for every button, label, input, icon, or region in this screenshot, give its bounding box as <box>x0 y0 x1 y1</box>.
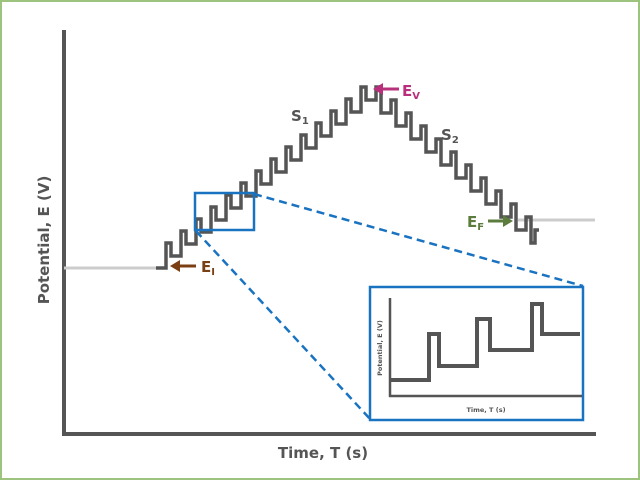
arrow-right-icon <box>503 215 513 227</box>
s1-label: S1 <box>291 107 309 127</box>
ev-marker: EV <box>373 82 420 102</box>
ef-marker: EF <box>467 213 513 233</box>
s2-label: S2 <box>441 126 459 146</box>
staircase-waveform <box>156 85 539 270</box>
inset-zoom: Potential, E (V) Time, T (s) <box>368 285 585 422</box>
arrow-left-icon <box>373 83 383 95</box>
ei-marker: EI <box>170 258 215 278</box>
inset-x-label: Time, T (s) <box>466 406 505 414</box>
y-axis-label: Potential, E (V) <box>35 176 53 305</box>
zoom-region-box <box>193 191 256 232</box>
inset-y-label: Potential, E (V) <box>376 320 384 376</box>
svg-text:EF: EF <box>467 213 484 233</box>
svg-text:EI: EI <box>201 258 215 278</box>
x-axis-label: Time, T (s) <box>278 444 368 462</box>
zoom-connector-bottom <box>195 230 372 421</box>
inset-waveform <box>390 302 580 382</box>
svg-text:EV: EV <box>402 82 420 102</box>
arrow-left-icon <box>170 260 180 272</box>
zoom-connector-top <box>253 192 584 288</box>
